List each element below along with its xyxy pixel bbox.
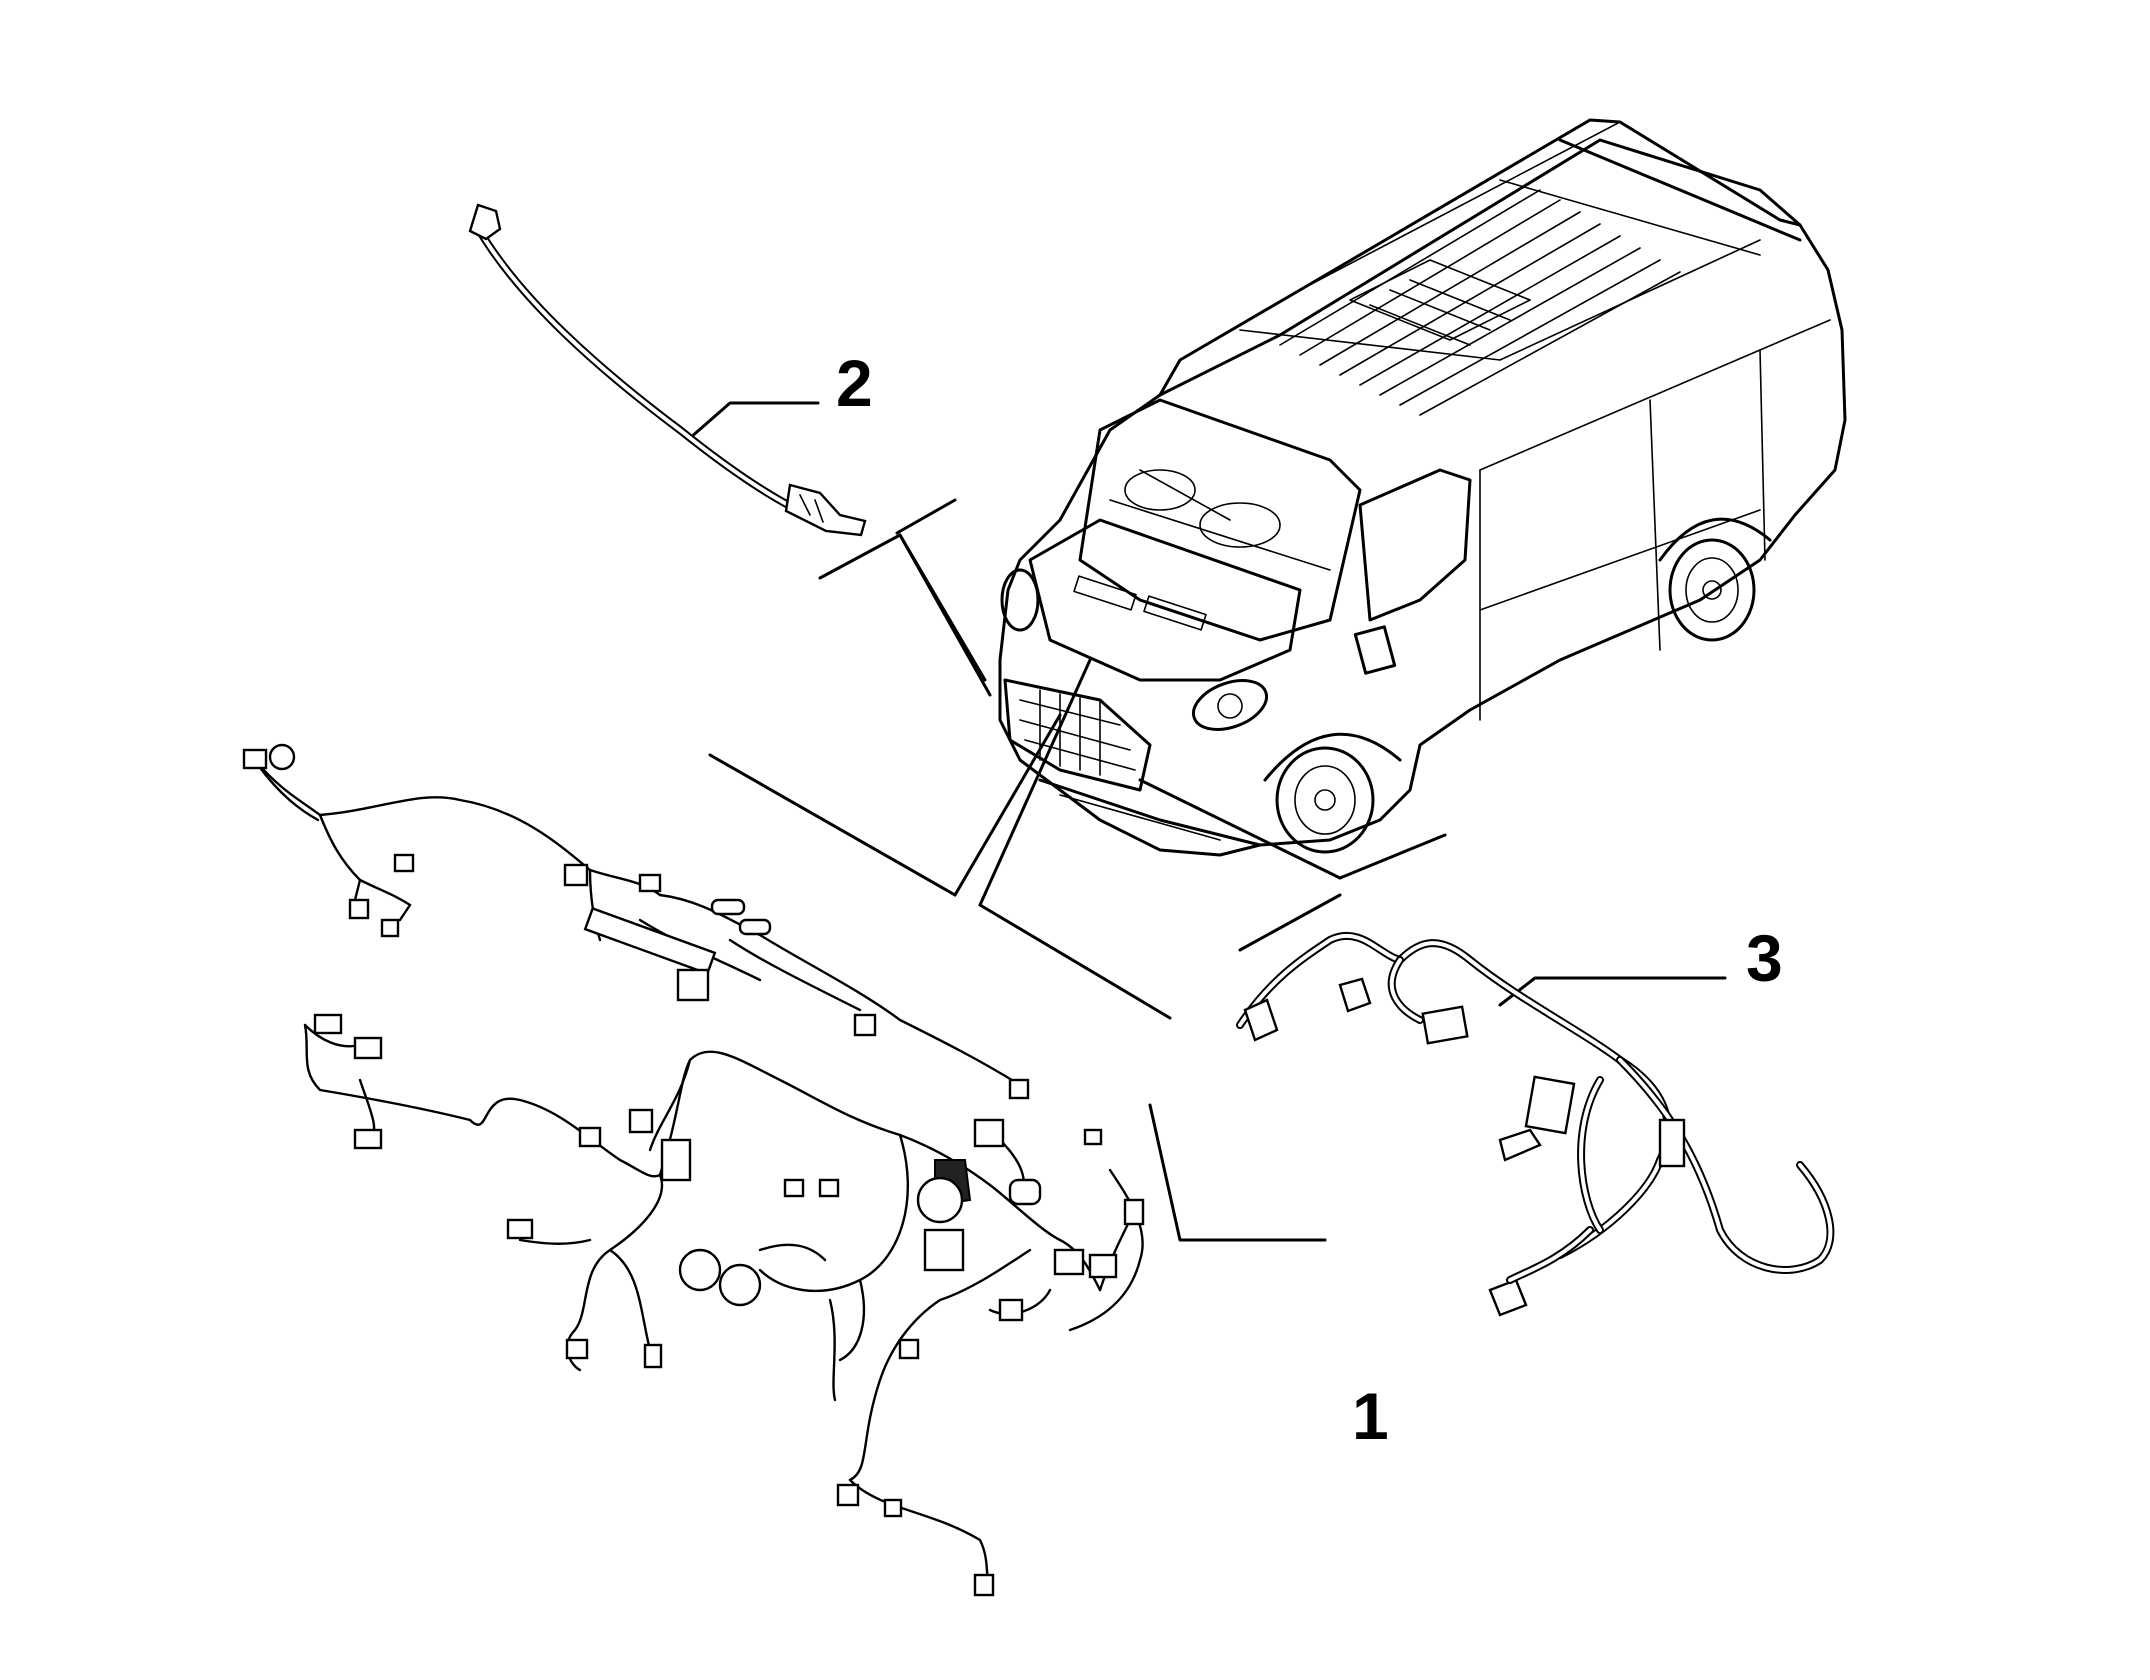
callout-item-1: 1 bbox=[1352, 1379, 1389, 1453]
callout-item-2: 2 bbox=[836, 346, 873, 420]
harness-item-1 bbox=[242, 743, 1145, 1597]
callout-item-3: 3 bbox=[1746, 921, 1783, 995]
van-illustration bbox=[998, 118, 1847, 857]
harness-item-2 bbox=[468, 203, 867, 537]
leader-lines bbox=[688, 401, 1727, 1242]
harness-item-3 bbox=[1236, 931, 1835, 1317]
